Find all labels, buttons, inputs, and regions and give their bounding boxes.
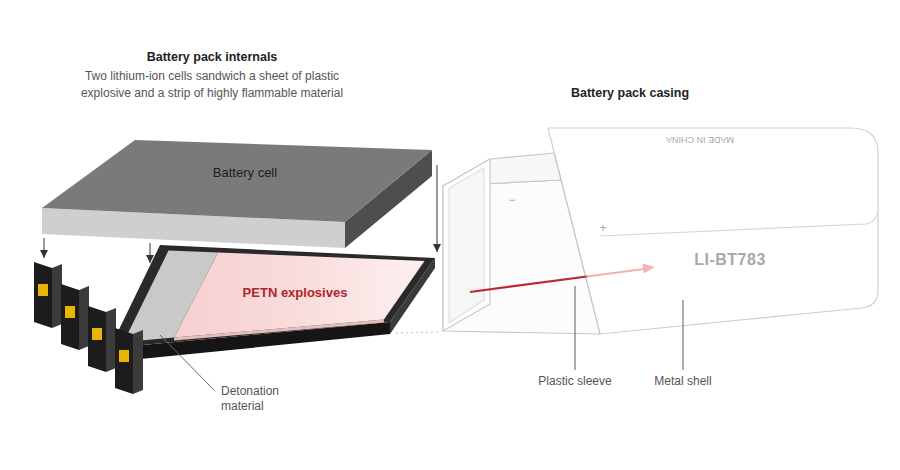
- shape-face: [600, 210, 878, 236]
- assembly-arrow: [150, 243, 151, 263]
- node-label: LI-BT783: [694, 251, 766, 269]
- part-label: Metal shell: [654, 374, 711, 388]
- petn-sheet: PETN explosives: [120, 245, 432, 345]
- shape-face: [574, 286, 575, 370]
- section-subtitle: Two lithium-ion cells sandwich a sheet o…: [62, 68, 362, 102]
- shape-face: [470, 269, 644, 292]
- node-label: Battery cell: [213, 165, 277, 180]
- shape-face: [174, 253, 425, 338]
- leader-line: [160, 335, 214, 390]
- base-plate-top: [110, 245, 435, 348]
- guide-line: [396, 332, 439, 333]
- metal-shell: LI-BT783: [440, 120, 884, 340]
- assembly-arrow: [44, 238, 45, 258]
- section-heading: Battery pack casing: [571, 86, 689, 100]
- shape-face: [642, 264, 655, 274]
- shape-face: [443, 159, 490, 331]
- shell-marking: MADE IN CHINA: [666, 135, 734, 145]
- node-shape: [440, 120, 884, 340]
- node-label: PETN explosives: [243, 285, 348, 300]
- battery-cell: Battery cell: [40, 136, 438, 254]
- shape-face: [42, 140, 432, 222]
- shape-face: [449, 168, 484, 323]
- part-label: Plastic sleeve: [538, 374, 611, 388]
- polarity-mark: −: [508, 193, 515, 207]
- node-shape: [40, 136, 438, 254]
- polarity-mark: +: [599, 221, 606, 235]
- part-label: Detonation material: [221, 384, 293, 414]
- assembly-arrow: [437, 165, 438, 252]
- shape-face: [548, 128, 878, 334]
- shape-face: [682, 300, 683, 370]
- connector-blocks: [34, 262, 143, 394]
- section-heading: Battery pack internals: [147, 50, 278, 64]
